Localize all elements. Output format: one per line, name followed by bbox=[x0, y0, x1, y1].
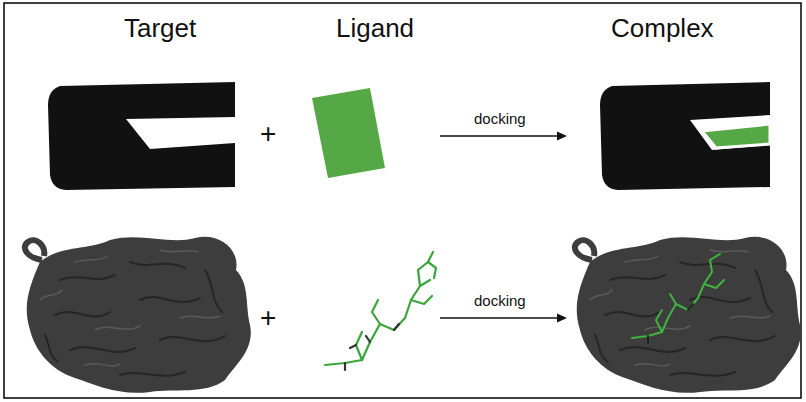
column-heading: Target bbox=[124, 14, 196, 43]
arrow-label: docking bbox=[474, 293, 526, 310]
arrow-label: docking bbox=[474, 111, 526, 128]
protein-surface bbox=[25, 237, 251, 393]
column-heading: Complex bbox=[611, 14, 714, 43]
frame-border bbox=[4, 3, 801, 398]
docked-ligand bbox=[632, 254, 724, 343]
complex-target-shape bbox=[600, 82, 770, 190]
docking-arrow bbox=[440, 317, 560, 319]
complex-protein-surface bbox=[575, 237, 801, 393]
column-heading: Ligand bbox=[336, 14, 414, 43]
arrow-head bbox=[557, 314, 567, 323]
plus-sign: + bbox=[260, 303, 276, 334]
plus-sign: + bbox=[260, 119, 276, 150]
ligand-stick-model bbox=[325, 252, 436, 370]
docking-arrow bbox=[440, 135, 560, 137]
arrow-head bbox=[557, 132, 567, 141]
target-shape bbox=[48, 82, 235, 190]
complex-ligand-shape bbox=[702, 124, 770, 148]
ligand-shape bbox=[312, 88, 385, 178]
